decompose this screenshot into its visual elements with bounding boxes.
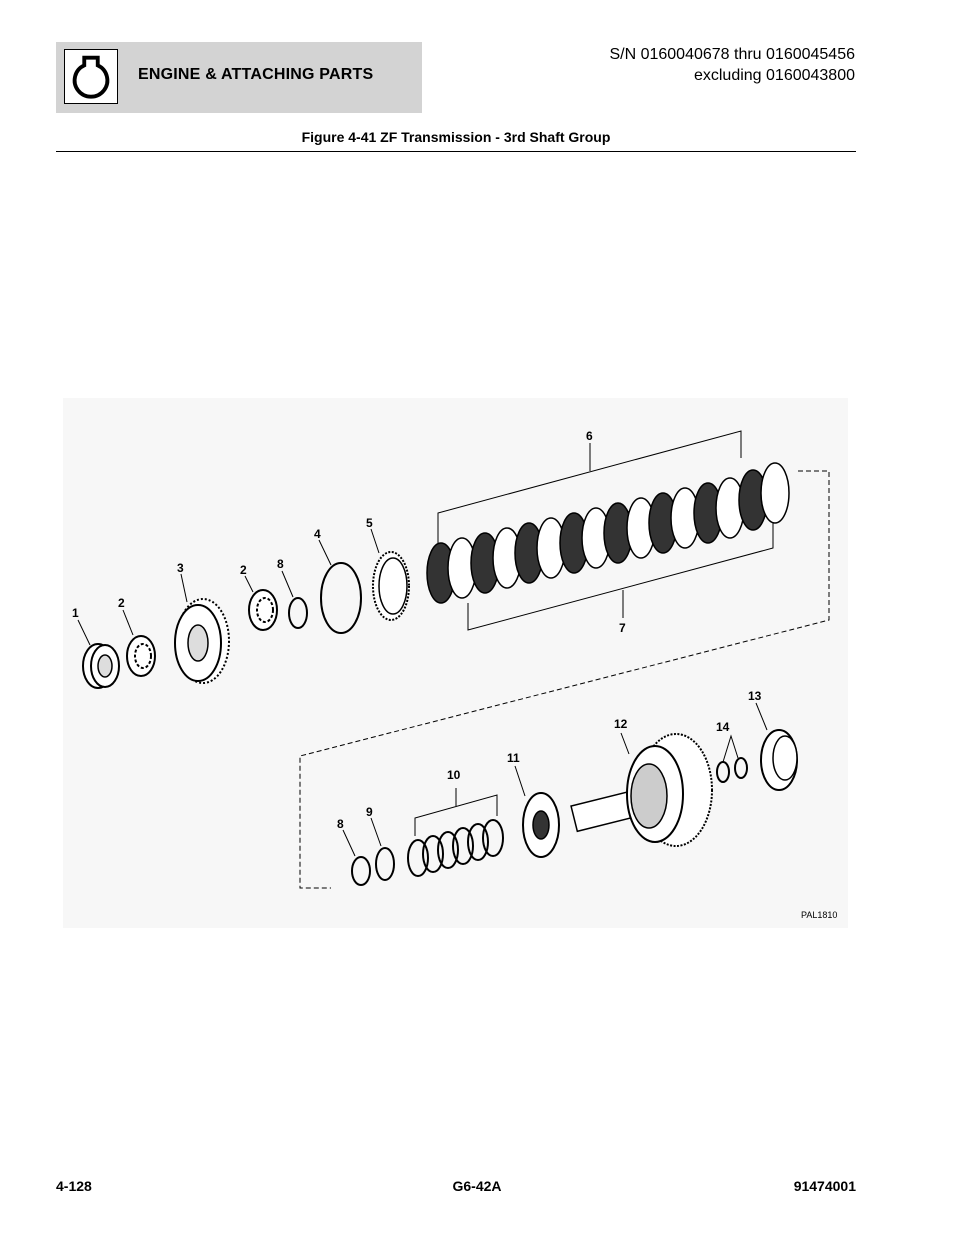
part-8-snap-ring bbox=[288, 597, 308, 629]
callout-8b: 8 bbox=[337, 817, 344, 831]
engine-keyhole-icon bbox=[64, 49, 118, 104]
part-14-rings bbox=[716, 757, 748, 783]
callout-10: 10 bbox=[447, 768, 461, 782]
part-2-roller-bearing bbox=[126, 635, 156, 677]
part-12-shaft-gear bbox=[570, 733, 713, 847]
callout-5: 5 bbox=[366, 516, 373, 530]
part-2b-roller-bearing bbox=[248, 589, 278, 631]
drawing-reference-id: PAL1810 bbox=[801, 910, 838, 920]
callout-11: 11 bbox=[507, 751, 520, 765]
part-9-ring bbox=[375, 847, 395, 881]
callout-13: 13 bbox=[748, 689, 762, 703]
serial-range: S/N 0160040678 thru 0160045456 excluding… bbox=[609, 44, 855, 86]
part-3-gear bbox=[174, 598, 230, 684]
callout-6: 6 bbox=[586, 429, 593, 443]
exploded-parts-drawing: 1 2 3 2 8 4 5 6 7 8 9 10 11 12 14 13 PAL… bbox=[63, 398, 848, 928]
part-10-seal-rings bbox=[407, 819, 504, 877]
callout-8: 8 bbox=[277, 557, 284, 571]
callout-2: 2 bbox=[118, 596, 125, 610]
part-5-end-plate bbox=[372, 551, 410, 621]
clutch-disc-stack bbox=[426, 462, 790, 604]
callout-3: 3 bbox=[177, 561, 184, 575]
part-1-bearing bbox=[82, 643, 120, 689]
callout-12: 12 bbox=[614, 717, 628, 731]
model-number: G6-42A bbox=[452, 1178, 502, 1194]
parts-illustration: 1 2 3 2 8 4 5 6 7 8 9 10 11 12 14 13 bbox=[72, 429, 830, 889]
part-13-seal bbox=[760, 729, 798, 791]
part-8b-snap-ring bbox=[351, 856, 371, 886]
part-4-retaining-ring bbox=[320, 562, 362, 634]
callout-2b: 2 bbox=[240, 563, 247, 577]
callout-9: 9 bbox=[366, 805, 373, 819]
callout-14: 14 bbox=[716, 720, 730, 734]
part-11-bearing bbox=[522, 792, 560, 858]
callout-1: 1 bbox=[72, 606, 79, 620]
section-title: ENGINE & ATTACHING PARTS bbox=[138, 66, 374, 83]
callout-7: 7 bbox=[619, 621, 626, 635]
figure-caption: Figure 4-41 ZF Transmission - 3rd Shaft … bbox=[301, 129, 611, 145]
page-number: 4-128 bbox=[56, 1178, 92, 1194]
serial-line-2: excluding 0160043800 bbox=[693, 67, 855, 84]
callout-4: 4 bbox=[314, 527, 321, 541]
serial-line-1: S/N 0160040678 thru 0160045456 bbox=[609, 46, 855, 63]
part-number: 91474001 bbox=[793, 1178, 856, 1194]
section-header: ENGINE & ATTACHING PARTS bbox=[56, 42, 422, 113]
header-divider bbox=[56, 151, 856, 152]
